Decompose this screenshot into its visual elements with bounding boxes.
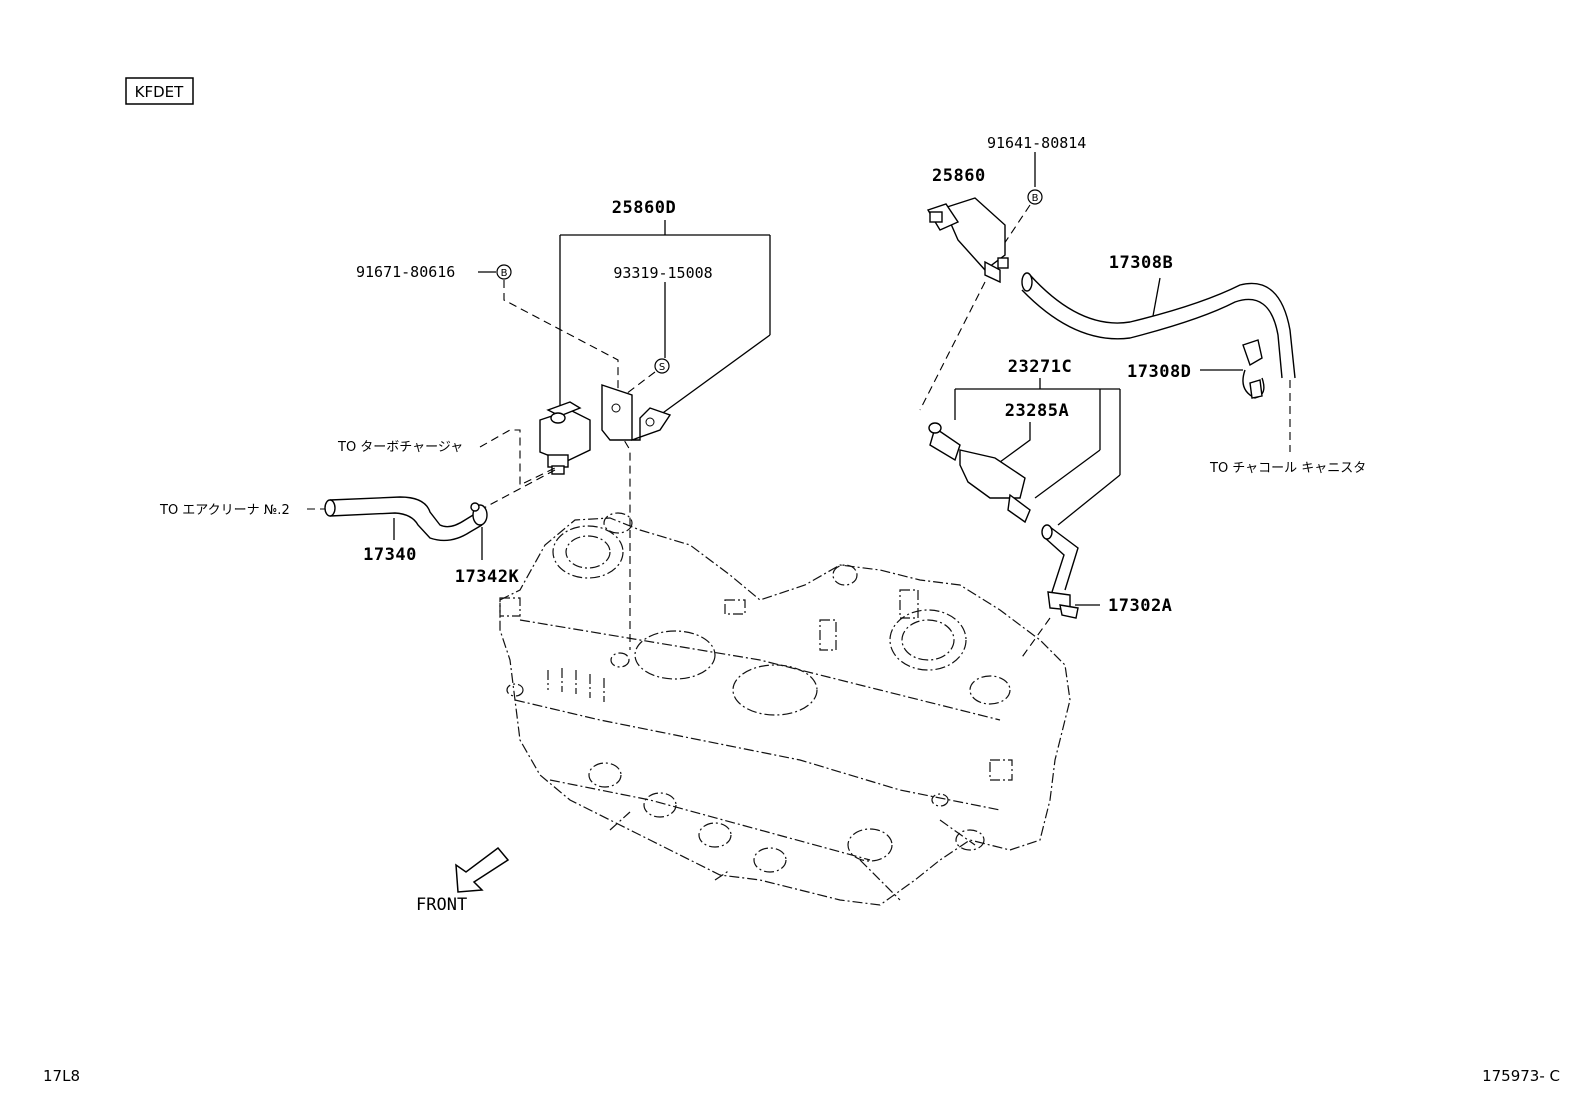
hose-17340 bbox=[324, 496, 483, 542]
label-25860: 25860 bbox=[932, 166, 986, 186]
label-17308B: 17308B bbox=[1109, 253, 1173, 273]
footer-page-ref: 17L8 bbox=[43, 1067, 80, 1085]
engine-cylinder-head-outline bbox=[499, 512, 1071, 906]
bolt-marker-b-right: B bbox=[1027, 189, 1043, 205]
vsv-valve-25860D bbox=[539, 401, 591, 475]
front-label: FRONT bbox=[416, 895, 467, 915]
label-17340: 17340 bbox=[363, 545, 417, 565]
label-91671-80616: 91671-80616 bbox=[356, 263, 455, 281]
engine-code: KFDET bbox=[135, 83, 184, 101]
label-17308D: 17308D bbox=[1127, 362, 1191, 382]
clamp-17342K bbox=[470, 502, 488, 526]
footer-illustration-id: 175973- C bbox=[1482, 1067, 1560, 1085]
svg-text:S: S bbox=[659, 362, 665, 373]
label-23271C: 23271C bbox=[1008, 357, 1072, 377]
bolt-marker-b-left: B bbox=[496, 264, 512, 280]
label-17302A: 17302A bbox=[1108, 596, 1172, 616]
screw-marker-s: S bbox=[654, 358, 670, 374]
hose-17308B bbox=[1021, 272, 1296, 379]
note-to-charcoal-canister: TO チャコール キャニスタ bbox=[1209, 461, 1366, 476]
mounting-bracket bbox=[601, 384, 672, 441]
note-to-air-cleaner: TO エアクリーナ №.2 bbox=[159, 503, 290, 518]
callout-23271C-leaders bbox=[954, 378, 1121, 526]
hose-lower-right bbox=[1041, 524, 1079, 593]
callout-25860D-leaders bbox=[559, 220, 771, 416]
engine-code-box: KFDET bbox=[125, 77, 194, 105]
svg-text:B: B bbox=[501, 268, 508, 279]
label-23285A: 23285A bbox=[1005, 401, 1069, 421]
label-25860D: 25860D bbox=[612, 198, 676, 218]
label-91641-80814: 91641-80814 bbox=[987, 134, 1086, 152]
label-17342K: 17342K bbox=[455, 567, 520, 587]
vsv-valve-25860 bbox=[926, 197, 1009, 284]
clamp-17308D bbox=[1242, 339, 1265, 399]
svg-text:B: B bbox=[1032, 193, 1039, 204]
clamp-17302A bbox=[1047, 591, 1079, 619]
fuel-filter-23285A bbox=[928, 422, 1031, 524]
note-to-turbocharger: TO ターボチャージャ bbox=[337, 440, 463, 455]
label-93319-15008: 93319-15008 bbox=[613, 264, 712, 282]
front-arrow-icon bbox=[455, 846, 510, 893]
